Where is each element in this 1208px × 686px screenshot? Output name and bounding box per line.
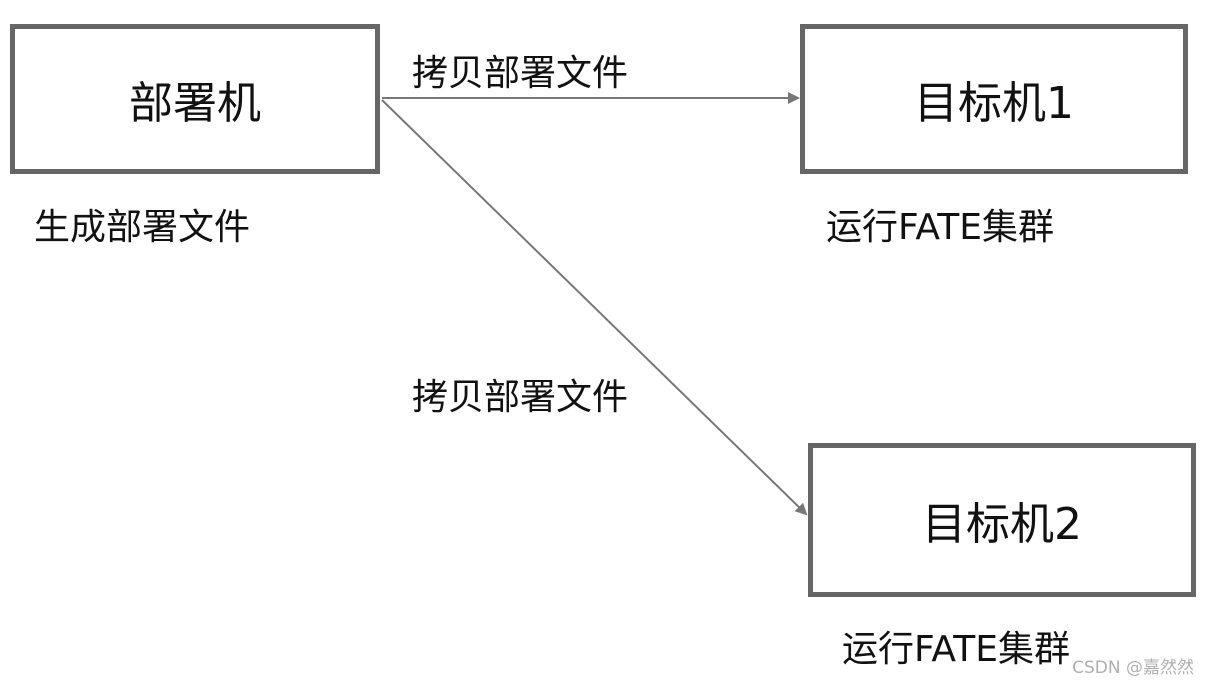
edge-arrow-deploy-to-target2 <box>381 99 808 516</box>
node-deploy-machine: 部署机 <box>10 24 380 174</box>
node-target-machine-2-label: 目标机2 <box>922 499 1082 550</box>
edge-label-deploy-to-target1: 拷贝部署文件 <box>412 53 629 94</box>
node-deploy-machine-label: 部署机 <box>129 78 261 129</box>
caption-deploy-machine: 生成部署文件 <box>34 207 251 248</box>
node-target-machine-1: 目标机1 <box>800 24 1188 174</box>
node-target-machine-1-label: 目标机1 <box>914 78 1074 129</box>
caption-target-machine-1: 运行FATE集群 <box>826 207 1054 248</box>
watermark: CSDN @嘉然然 <box>1072 658 1194 678</box>
edge-label-deploy-to-target2: 拷贝部署文件 <box>412 377 629 418</box>
caption-target-machine-2: 运行FATE集群 <box>842 629 1070 670</box>
node-target-machine-2: 目标机2 <box>808 443 1196 597</box>
